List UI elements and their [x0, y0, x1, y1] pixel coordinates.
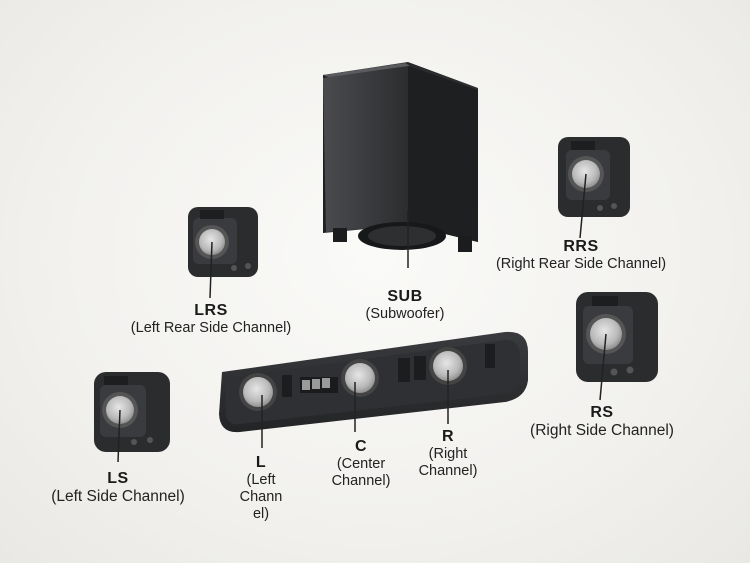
subwoofer — [323, 62, 478, 268]
rrs-speaker — [558, 137, 630, 239]
sub-code: SUB — [387, 288, 423, 305]
sub-label: SUB (Subwoofer) — [340, 288, 470, 323]
lrs-label: LRS (Left Rear Side Channel) — [108, 302, 314, 337]
l-label: L (Left Chann el) — [226, 454, 296, 522]
l-desc-line1: (Left — [246, 472, 276, 489]
c-desc-line1: (Center — [336, 456, 386, 473]
lrs-desc: (Left Rear Side Channel) — [130, 320, 292, 337]
rs-speaker — [576, 292, 658, 401]
l-code: L — [255, 454, 267, 471]
r-desc-line1: (Right — [428, 446, 468, 463]
soundbar — [219, 331, 528, 448]
rrs-label: RRS (Right Rear Side Channel) — [478, 238, 684, 273]
ls-code: LS — [107, 470, 129, 487]
r-desc-line2: Channel) — [418, 463, 478, 480]
ls-desc: (Left Side Channel) — [51, 488, 185, 506]
rs-code: RS — [590, 404, 614, 421]
ls-speaker — [94, 372, 170, 463]
l-desc-line2: Chann — [239, 489, 283, 506]
ls-label: LS (Left Side Channel) — [30, 470, 206, 506]
r-code: R — [441, 428, 455, 445]
rrs-desc: (Right Rear Side Channel) — [495, 256, 667, 273]
c-label: C (Center Channel) — [318, 438, 404, 490]
lrs-speaker — [188, 207, 258, 299]
rrs-code: RRS — [563, 238, 599, 255]
sub-desc: (Subwoofer) — [365, 306, 445, 323]
l-desc-line3: el) — [252, 505, 270, 522]
c-code: C — [354, 438, 368, 455]
r-label: R (Right Channel) — [406, 428, 490, 480]
rs-label: RS (Right Side Channel) — [510, 404, 694, 440]
lrs-code: LRS — [194, 302, 228, 319]
rs-desc: (Right Side Channel) — [530, 422, 674, 440]
c-desc-line2: Channel) — [331, 473, 391, 490]
